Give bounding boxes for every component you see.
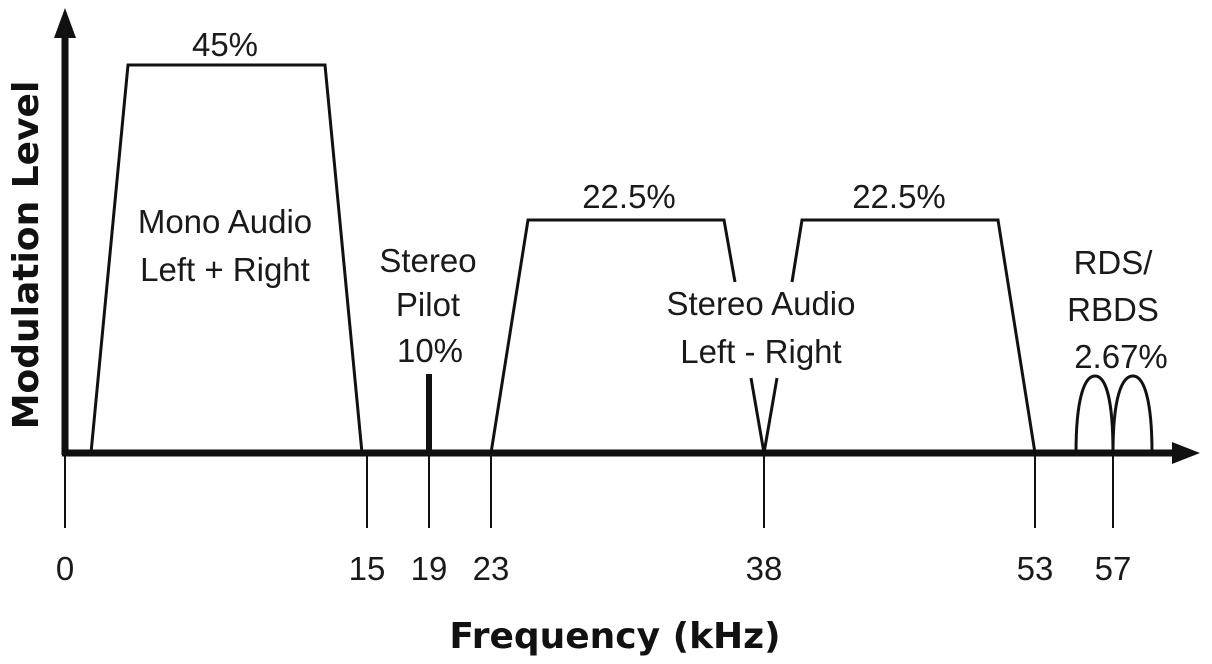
- y-axis-title: Modulation Level: [6, 81, 47, 430]
- pilot-label-line1: Stereo: [379, 242, 476, 279]
- stereo-label-line2: Left - Right: [680, 333, 841, 370]
- stereo-lower-sideband-edge: [749, 377, 766, 454]
- stereo-upper-level-label: 22.5%: [852, 178, 946, 215]
- pilot-level-label: 10%: [397, 332, 463, 369]
- tick-label-53: 53: [1017, 550, 1054, 587]
- rds-label-line2: RBDS: [1067, 291, 1159, 328]
- stereo-upper-sideband: [790, 218, 1037, 454]
- x-axis-arrow: [1172, 442, 1200, 464]
- x-axis-title: Frequency (kHz): [449, 616, 780, 657]
- stereo-upper-sideband-edge: [762, 377, 779, 454]
- tick-label-0: 0: [56, 550, 74, 587]
- rds-label-line1: RDS/: [1074, 244, 1154, 281]
- mono-label-line2: Left + Right: [140, 251, 310, 288]
- tick-label-57: 57: [1095, 550, 1132, 587]
- rds-level-label: 2.67%: [1074, 338, 1168, 375]
- stereo-lower-sideband: [489, 218, 737, 454]
- tick-label-15: 15: [349, 550, 386, 587]
- mono-label-line1: Mono Audio: [138, 203, 312, 240]
- tick-label-19: 19: [411, 550, 448, 587]
- rds-lower-hump: [1074, 374, 1115, 454]
- mono-level-label: 45%: [192, 26, 258, 63]
- pilot-label-line2: Pilot: [396, 286, 460, 323]
- stereo-label-line1: Stereo Audio: [667, 285, 856, 322]
- mono-audio-band: [89, 63, 364, 454]
- rds-upper-hump: [1111, 374, 1154, 454]
- y-axis-arrow: [54, 8, 76, 38]
- tick-label-23: 23: [473, 550, 510, 587]
- stereo-lower-level-label: 22.5%: [582, 178, 676, 215]
- tick-label-38: 38: [746, 550, 783, 587]
